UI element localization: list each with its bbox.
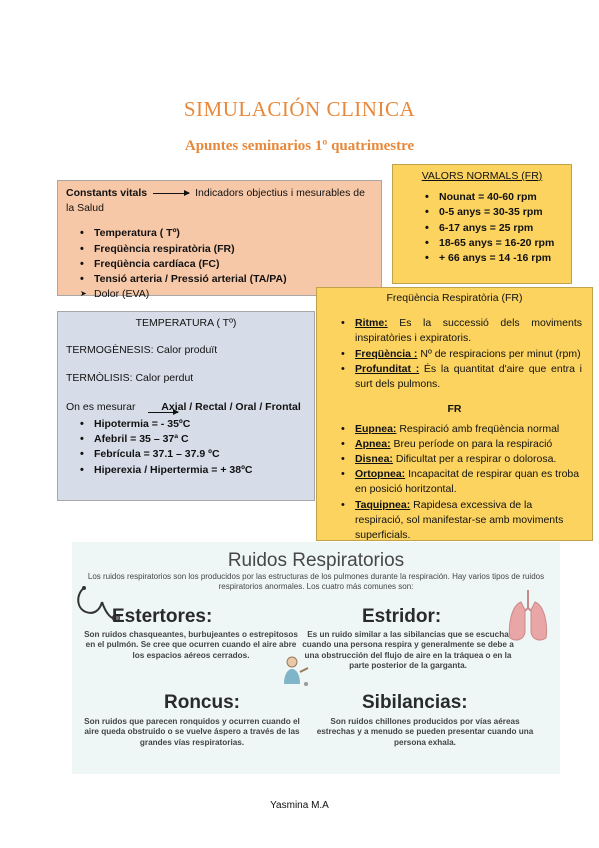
estridor-heading: Estridor: — [362, 606, 442, 627]
list-item: Febrícula = 37.1 – 37.9 ºC — [80, 447, 306, 463]
frequencia-respiratoria-box: Freqüència Respiratòria (FR) Ritme: Es l… — [316, 287, 593, 541]
definition: Breu període on para la respiració — [393, 437, 553, 450]
termogenesis-label: TERMOGÈNESIS: — [66, 344, 154, 357]
term: Ritme: — [355, 317, 388, 330]
list-item: + 66 anys = 14 -16 rpm — [425, 251, 563, 267]
list-item: Taquipnea: Rapidesa excessiva de la resp… — [341, 498, 582, 544]
arrow-right-icon — [148, 408, 179, 415]
constants-description: Indicadors objectius i mesurables de la … — [66, 187, 365, 215]
list-item: Freqüència respiratòria (FR) — [80, 242, 373, 258]
termogenesis-row: TERMOGÈNESIS: Calor produït — [66, 343, 306, 358]
roncus-text: Son ruidos que parecen ronquidos y ocurr… — [84, 717, 300, 747]
infographic-intro: Los ruidos respiratorios son los produci… — [87, 572, 545, 591]
freq-list: Ritme: Es la successió dels moviments in… — [327, 316, 582, 392]
fr-heading: FR — [447, 403, 462, 416]
estridor-text: Es un ruido similar a las sibilancias qu… — [302, 630, 514, 670]
termolisis-label: TERMÒLISIS: — [66, 372, 133, 385]
term: Apnea: — [355, 437, 391, 450]
page-title: SIMULACIÓN CLINICA — [183, 97, 416, 121]
mesurar-sites: Axial / Rectal / Oral / Frontal — [161, 400, 301, 413]
freq-heading: Freqüència Respiratòria (FR) — [386, 292, 523, 304]
definition: Nº de respiracions per minut (rpm) — [420, 347, 581, 360]
definition: Incapacitat de respirar quan es troba en… — [355, 468, 580, 496]
list-item: 6-17 anys = 25 rpm — [425, 221, 563, 237]
list-item: Afebril = 35 – 37ª C — [80, 432, 306, 448]
mesurar-row: On es mesurar Axial / Rectal / Oral / Fr… — [66, 400, 306, 415]
lungs-icon — [508, 590, 548, 641]
page-subtitle: Apuntes seminarios 1º quatrimestre — [184, 138, 415, 154]
infographic-title: Ruidos Respiratorios — [227, 550, 405, 571]
term: Taquipnea: — [355, 498, 411, 511]
list-item: Hipotermia = - 35ºC — [80, 417, 306, 433]
sibilancias-heading: Sibilancias: — [362, 692, 468, 713]
list-item: 0-5 anys = 30-35 rpm — [425, 205, 563, 221]
list-item: Eupnea: Respiració amb freqüència normal — [341, 422, 582, 438]
list-item: 18-65 anys = 16-20 rpm — [425, 236, 563, 252]
constants-heading: Constants vitals — [66, 187, 148, 199]
footer-author: Yasmina M.A — [270, 800, 329, 811]
term: Profunditat : — [355, 362, 420, 375]
estertores-text: Son ruidos chasqueantes, burbujeantes o … — [84, 630, 298, 660]
definition: Respiració amb freqüència normal — [399, 422, 560, 435]
definition: És la quantitat d'aire que entra i surt … — [355, 362, 583, 391]
term: Disnea: — [355, 452, 393, 465]
fr-list: Eupnea: Respiració amb freqüència normal… — [327, 422, 582, 544]
list-item: Dolor (EVA) — [80, 287, 373, 302]
temperatura-heading: TEMPERATURA ( Tº) — [135, 317, 237, 329]
term: Ortopnea: — [355, 468, 406, 481]
sibilancias-text: Son ruidos chillones producidos por vías… — [316, 717, 534, 747]
temperatura-list: Hipotermia = - 35ºC Afebril = 35 – 37ª C… — [66, 417, 306, 479]
valors-heading: VALORS NORMALS (FR) — [421, 170, 543, 182]
arrow-right-icon — [153, 189, 191, 196]
list-item: Temperatura ( Tº) — [80, 226, 373, 242]
person-icon — [284, 656, 309, 686]
termolisis-text: Calor perdut — [135, 372, 194, 385]
list-item: Nounat = 40-60 rpm — [425, 190, 563, 206]
definition: Es la successió dels moviments inspiratò… — [355, 317, 582, 345]
definition: Dificultat per a respirar o dolorosa. — [395, 452, 557, 465]
termolisis-row: TERMÒLISIS: Calor perdut — [66, 371, 306, 386]
term: Eupnea: — [355, 422, 397, 435]
list-item: Tensió arteria / Pressió arterial (TA/PA… — [80, 272, 373, 288]
estertores-heading: Estertores: — [112, 606, 213, 627]
ruidos-respiratorios-infographic: Ruidos Respiratorios Los ruidos respirat… — [72, 542, 560, 774]
temperatura-box: TEMPERATURA ( Tº) TERMOGÈNESIS: Calor pr… — [57, 311, 315, 501]
list-item: Profunditat : És la quantitat d'aire que… — [341, 362, 583, 392]
definition: Rapidesa excessiva de la respiració, sol… — [355, 498, 564, 542]
mesurar-label: On es mesurar — [66, 400, 136, 413]
list-item: Disnea: Dificultat per a respirar o dolo… — [341, 452, 582, 468]
roncus-heading: Roncus: — [164, 692, 240, 713]
stethoscope-icon — [77, 586, 120, 622]
list-item: Hiperexia / Hipertermia = + 38ºC — [80, 463, 306, 479]
valors-normals-box: VALORS NORMALS (FR) Nounat = 40-60 rpm 0… — [392, 164, 572, 284]
list-item: Apnea: Breu període on para la respiraci… — [341, 437, 582, 453]
list-item: Freqüència cardíaca (FC) — [80, 257, 373, 273]
constants-list: Temperatura ( Tº) Freqüència respiratòri… — [66, 226, 373, 302]
list-item: Ortopnea: Incapacitat de respirar quan e… — [341, 467, 582, 497]
termogenesis-text: Calor produït — [156, 344, 218, 357]
list-item: Freqüència : Nº de respiracions per minu… — [341, 347, 582, 363]
valors-list: Nounat = 40-60 rpm 0-5 anys = 30-35 rpm … — [401, 190, 563, 267]
term: Freqüència : — [355, 347, 418, 360]
list-item: Ritme: Es la successió dels moviments in… — [341, 316, 582, 346]
